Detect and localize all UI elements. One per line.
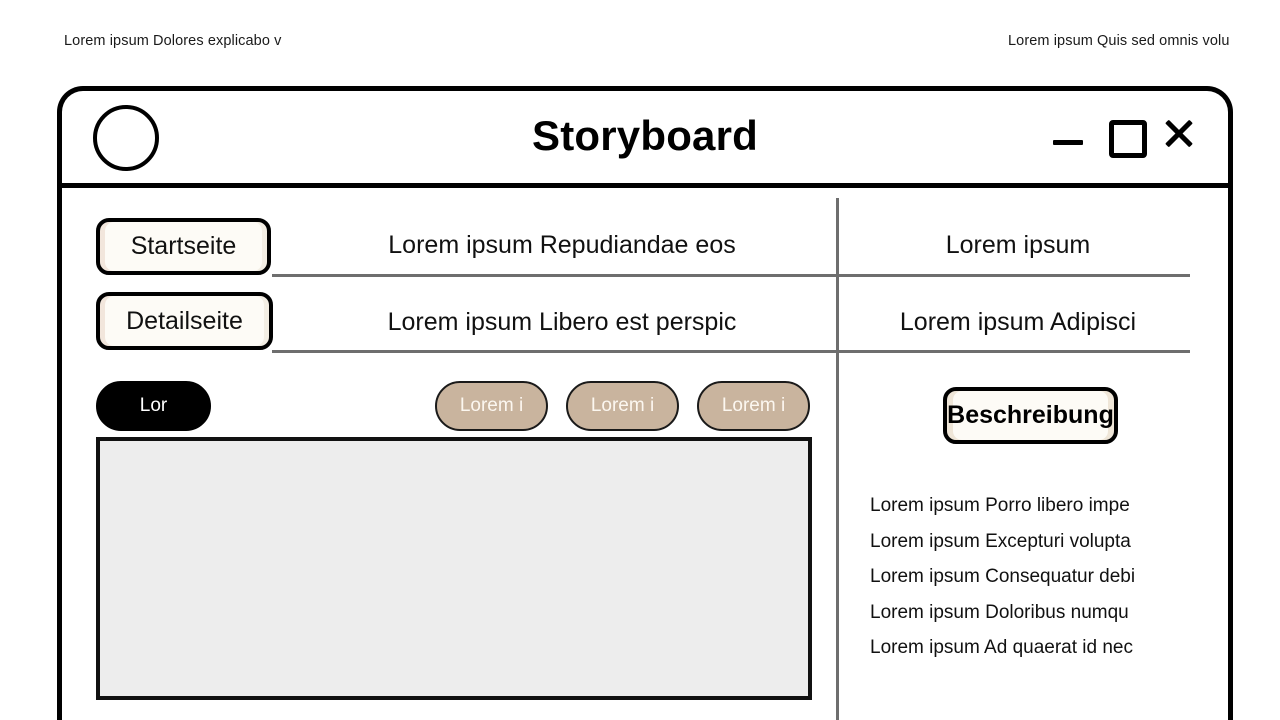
description-heading-button[interactable]: Beschreibung (943, 387, 1118, 444)
window-titlebar: Storyboard (62, 91, 1228, 188)
annotation-top-right: Lorem ipsum Quis sed omnis volu (1008, 33, 1230, 49)
tag-button-2[interactable]: Lorem i (566, 381, 679, 431)
nav-button-startseite[interactable]: Startseite (96, 218, 271, 275)
maximize-icon[interactable] (1106, 117, 1147, 158)
main-row-label-2: Lorem ipsum Libero est perspic (387, 308, 737, 336)
row-divider-1 (272, 274, 1190, 277)
description-list: Lorem ipsum Porro libero impe Lorem ipsu… (870, 488, 1200, 666)
side-row-label-2: Lorem ipsum Adipisci (899, 308, 1137, 336)
side-row-label-1: Lorem ipsum (945, 231, 1091, 259)
list-item: Lorem ipsum Doloribus numqu (870, 601, 1129, 623)
window-body: Startseite Detailseite Lorem ipsum Repud… (62, 188, 1228, 720)
row-divider-2 (272, 350, 1190, 353)
nav-button-detailseite[interactable]: Detailseite (96, 292, 273, 350)
annotation-top-left: Lorem ipsum Dolores explicabo v (64, 33, 282, 49)
window-title: Storyboard (531, 112, 759, 159)
avatar-circle-icon (93, 105, 159, 171)
minimize-icon[interactable] (1051, 117, 1085, 151)
list-item: Lorem ipsum Excepturi volupta (870, 530, 1131, 552)
app-window: Storyboard Startseite Detailseite Lorem … (57, 86, 1233, 720)
tag-button-1[interactable]: Lorem i (435, 381, 548, 431)
main-row-label-1: Lorem ipsum Repudiandae eos (388, 231, 736, 259)
list-item: Lorem ipsum Consequatur debi (870, 566, 1136, 587)
list-item: Lorem ipsum Ad quaerat id nec (870, 637, 1133, 658)
tag-button-3[interactable]: Lorem i (697, 381, 810, 431)
list-item: Lorem ipsum Porro libero impe (870, 495, 1130, 516)
primary-action-button[interactable]: Lor (96, 381, 211, 431)
vertical-divider (836, 198, 839, 720)
content-placeholder-area[interactable] (96, 437, 812, 700)
close-icon[interactable] (1161, 117, 1195, 151)
window-controls (1051, 117, 1195, 158)
